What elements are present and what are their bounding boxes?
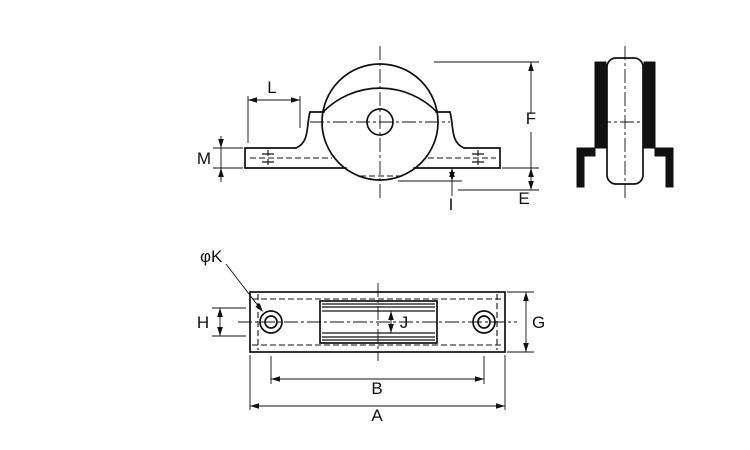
left-wing-tab [576, 147, 596, 188]
left-mount-hole-outer [259, 310, 283, 334]
dim-label-E: E [518, 189, 529, 208]
front-view [244, 63, 501, 181]
right-hole-countersink-ticks [472, 153, 484, 163]
side-view [576, 46, 674, 200]
dim-label-J: J [400, 313, 409, 332]
dimension-lines [212, 61, 539, 410]
dim-label-H: H [197, 313, 209, 332]
front-view-centerlines [310, 46, 450, 198]
roller-surface-lines [322, 303, 435, 341]
dim-label-A: A [371, 406, 383, 425]
dimension-labels: L M F E I φK H J G B A [197, 78, 545, 425]
dim-label-phi-K: φK [200, 247, 223, 266]
right-wing-tab [654, 147, 674, 188]
left-side-plate [594, 61, 607, 149]
bracket-left-curve [295, 111, 311, 149]
dim-label-B: B [371, 379, 382, 398]
dim-label-G: G [532, 313, 545, 332]
plan-view [238, 283, 517, 361]
left-wing [244, 147, 347, 169]
front-view-hidden-lines [250, 150, 496, 177]
right-wing [413, 147, 501, 169]
dim-label-L: L [267, 78, 276, 97]
right-side-plate [643, 61, 656, 149]
left-hole-countersink-ticks [262, 153, 274, 163]
bracket-right-curve [449, 111, 465, 149]
dim-label-I: I [449, 195, 454, 214]
dim-label-F: F [526, 109, 536, 128]
dim-label-M: M [197, 149, 211, 168]
